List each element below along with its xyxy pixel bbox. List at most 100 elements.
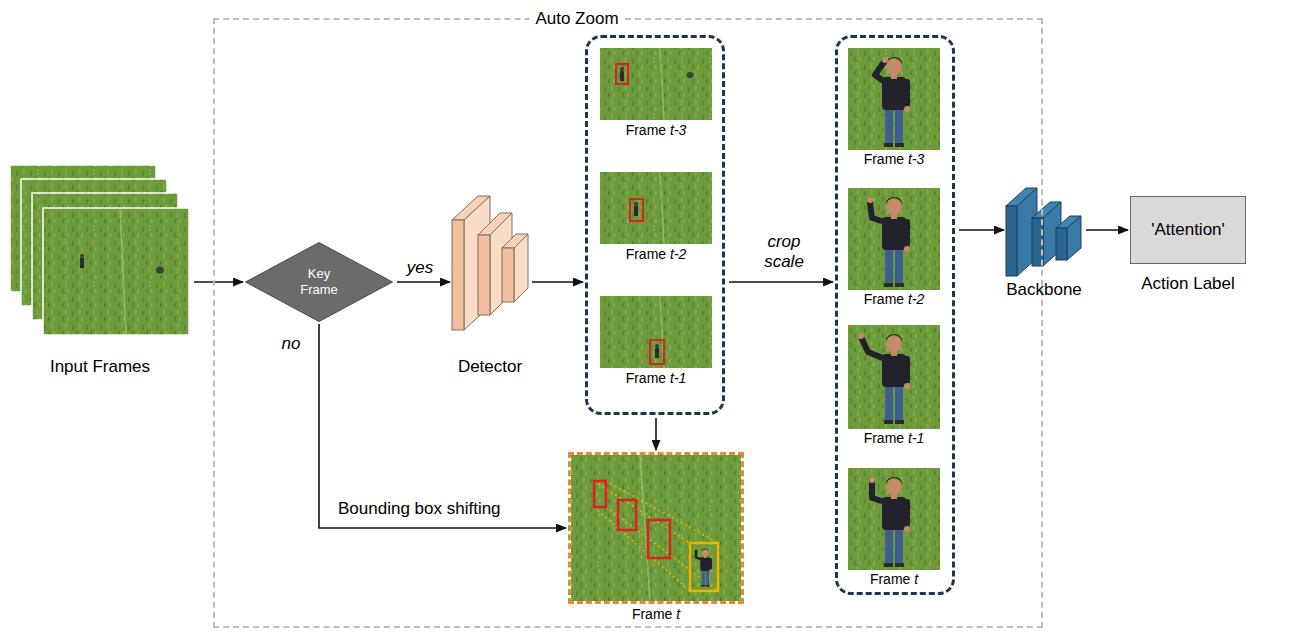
image-node: Backbone	[1006, 186, 1082, 278]
bounding-box-shift-image	[571, 455, 741, 601]
label-italic: t-2	[908, 291, 924, 307]
bounding-box-shift-image	[594, 507, 690, 591]
cropped-frames	[870, 203, 885, 222]
cropped-frames	[882, 477, 910, 567]
detected-frames	[600, 48, 712, 368]
bounding-box-shift-image	[648, 520, 670, 558]
label-italic: t	[914, 571, 918, 587]
node-label: Frame t-2	[626, 246, 687, 263]
label-text: Frame	[632, 606, 676, 622]
node-label: Action Label	[1141, 274, 1235, 294]
label-box: 'Attention'Action Label	[1130, 196, 1246, 264]
cropped-frames	[848, 48, 940, 570]
detector-blocks	[452, 220, 464, 330]
detected-frames	[634, 202, 638, 216]
detected-frames	[660, 48, 664, 120]
detector-blocks	[478, 235, 490, 315]
image-node: Frame t	[848, 468, 940, 570]
detected-frames	[650, 340, 664, 364]
edge-label: no	[276, 334, 306, 354]
detected-frames	[655, 344, 659, 358]
node-label: Frame t-1	[864, 430, 925, 447]
detector-blocks	[464, 196, 490, 330]
label-text: Frame	[870, 571, 914, 587]
detected-frames	[600, 172, 712, 244]
cropped-frames	[882, 334, 910, 424]
image-node: Frame t-3	[848, 48, 940, 150]
bounding-box-shift-image	[606, 507, 718, 591]
cropped-frames	[848, 325, 940, 429]
label-italic: t-2	[670, 246, 686, 262]
image-node: Input Frames	[10, 165, 190, 337]
image-node: Detector	[452, 195, 528, 331]
label-text: Frame	[626, 122, 670, 138]
backbone-blocks	[1067, 216, 1081, 260]
cropped-frames	[848, 188, 940, 290]
node-label: Frame t	[632, 606, 680, 623]
cropped-frames	[848, 188, 940, 290]
diamond-outline	[246, 243, 393, 322]
flow-arrow	[532, 281, 583, 283]
label-text: Frame	[864, 430, 908, 446]
node-label: 'Attention'	[1151, 220, 1225, 240]
detected-frames	[600, 48, 712, 120]
label-text: Frame	[626, 246, 670, 262]
bounding-box-shift-image	[696, 549, 712, 587]
image-node: Frame t-1	[848, 325, 940, 429]
bounding-box-shift-image	[690, 543, 718, 591]
cropped-frames	[882, 197, 910, 287]
label-text: Frame	[626, 370, 670, 386]
label-text: Frame	[864, 151, 908, 167]
flow-arrow	[397, 281, 450, 283]
backbone-blocks	[1056, 228, 1067, 260]
input-frame-stack	[80, 254, 84, 268]
detected-frames	[620, 67, 624, 81]
detector-blocks	[514, 234, 528, 302]
node-label: Frame t-2	[864, 291, 925, 308]
detected-frames	[660, 172, 664, 244]
cropped-frames	[848, 325, 940, 429]
bounding-box-shift-image	[594, 481, 606, 507]
cropped-frames	[862, 339, 885, 359]
node-label: Key Frame	[289, 266, 349, 298]
node-label: Auto Zoom	[529, 9, 624, 29]
detected-frames	[616, 64, 628, 84]
cropped-frames	[848, 468, 940, 570]
frame-group: Frame t-3Frame t-2Frame t-1Frame t	[835, 35, 955, 595]
flow-arrow	[959, 229, 1004, 231]
input-frame-stack	[120, 208, 126, 335]
shifted-frame-box: Frame t	[568, 452, 744, 604]
flow-arrow	[1086, 229, 1128, 231]
bounding-box-shift-image	[571, 455, 741, 601]
bounding-box-shift-image	[606, 481, 718, 543]
image-node: Frame t-3	[600, 48, 712, 120]
node-label: Backbone	[1006, 280, 1082, 300]
detector-blocks	[452, 196, 528, 330]
decision-diamond: Key Frame	[245, 242, 393, 322]
bounding-box-shift-image	[700, 549, 712, 587]
cropped-frames	[848, 468, 940, 570]
label-italic: t-3	[908, 151, 924, 167]
image-node: Frame t-2	[848, 188, 940, 290]
cropped-frames	[882, 57, 888, 63]
cropped-frames	[848, 48, 940, 150]
label-italic: t	[676, 606, 680, 622]
node-label: Frame t-3	[864, 151, 925, 168]
bounding-box-shift-image	[594, 481, 718, 591]
backbone-blocks	[1006, 188, 1081, 276]
label-italic: t-1	[908, 430, 924, 446]
cropped-frames	[848, 48, 940, 150]
bounding-box-shift-image	[696, 551, 701, 559]
flow-arrow	[194, 281, 243, 283]
flow-arrow	[319, 324, 566, 528]
cropped-frames	[875, 62, 885, 82]
cropped-frames	[858, 333, 864, 339]
input-frame-stack	[10, 165, 189, 335]
edge-label: yes	[404, 258, 436, 278]
label-italic: t-1	[670, 370, 686, 386]
flow-arrow	[729, 281, 833, 283]
detected-frames	[687, 72, 694, 78]
auto-zoom-region: Auto ZoomKey FrameDetectorFrame t-3Frame…	[213, 18, 1043, 628]
